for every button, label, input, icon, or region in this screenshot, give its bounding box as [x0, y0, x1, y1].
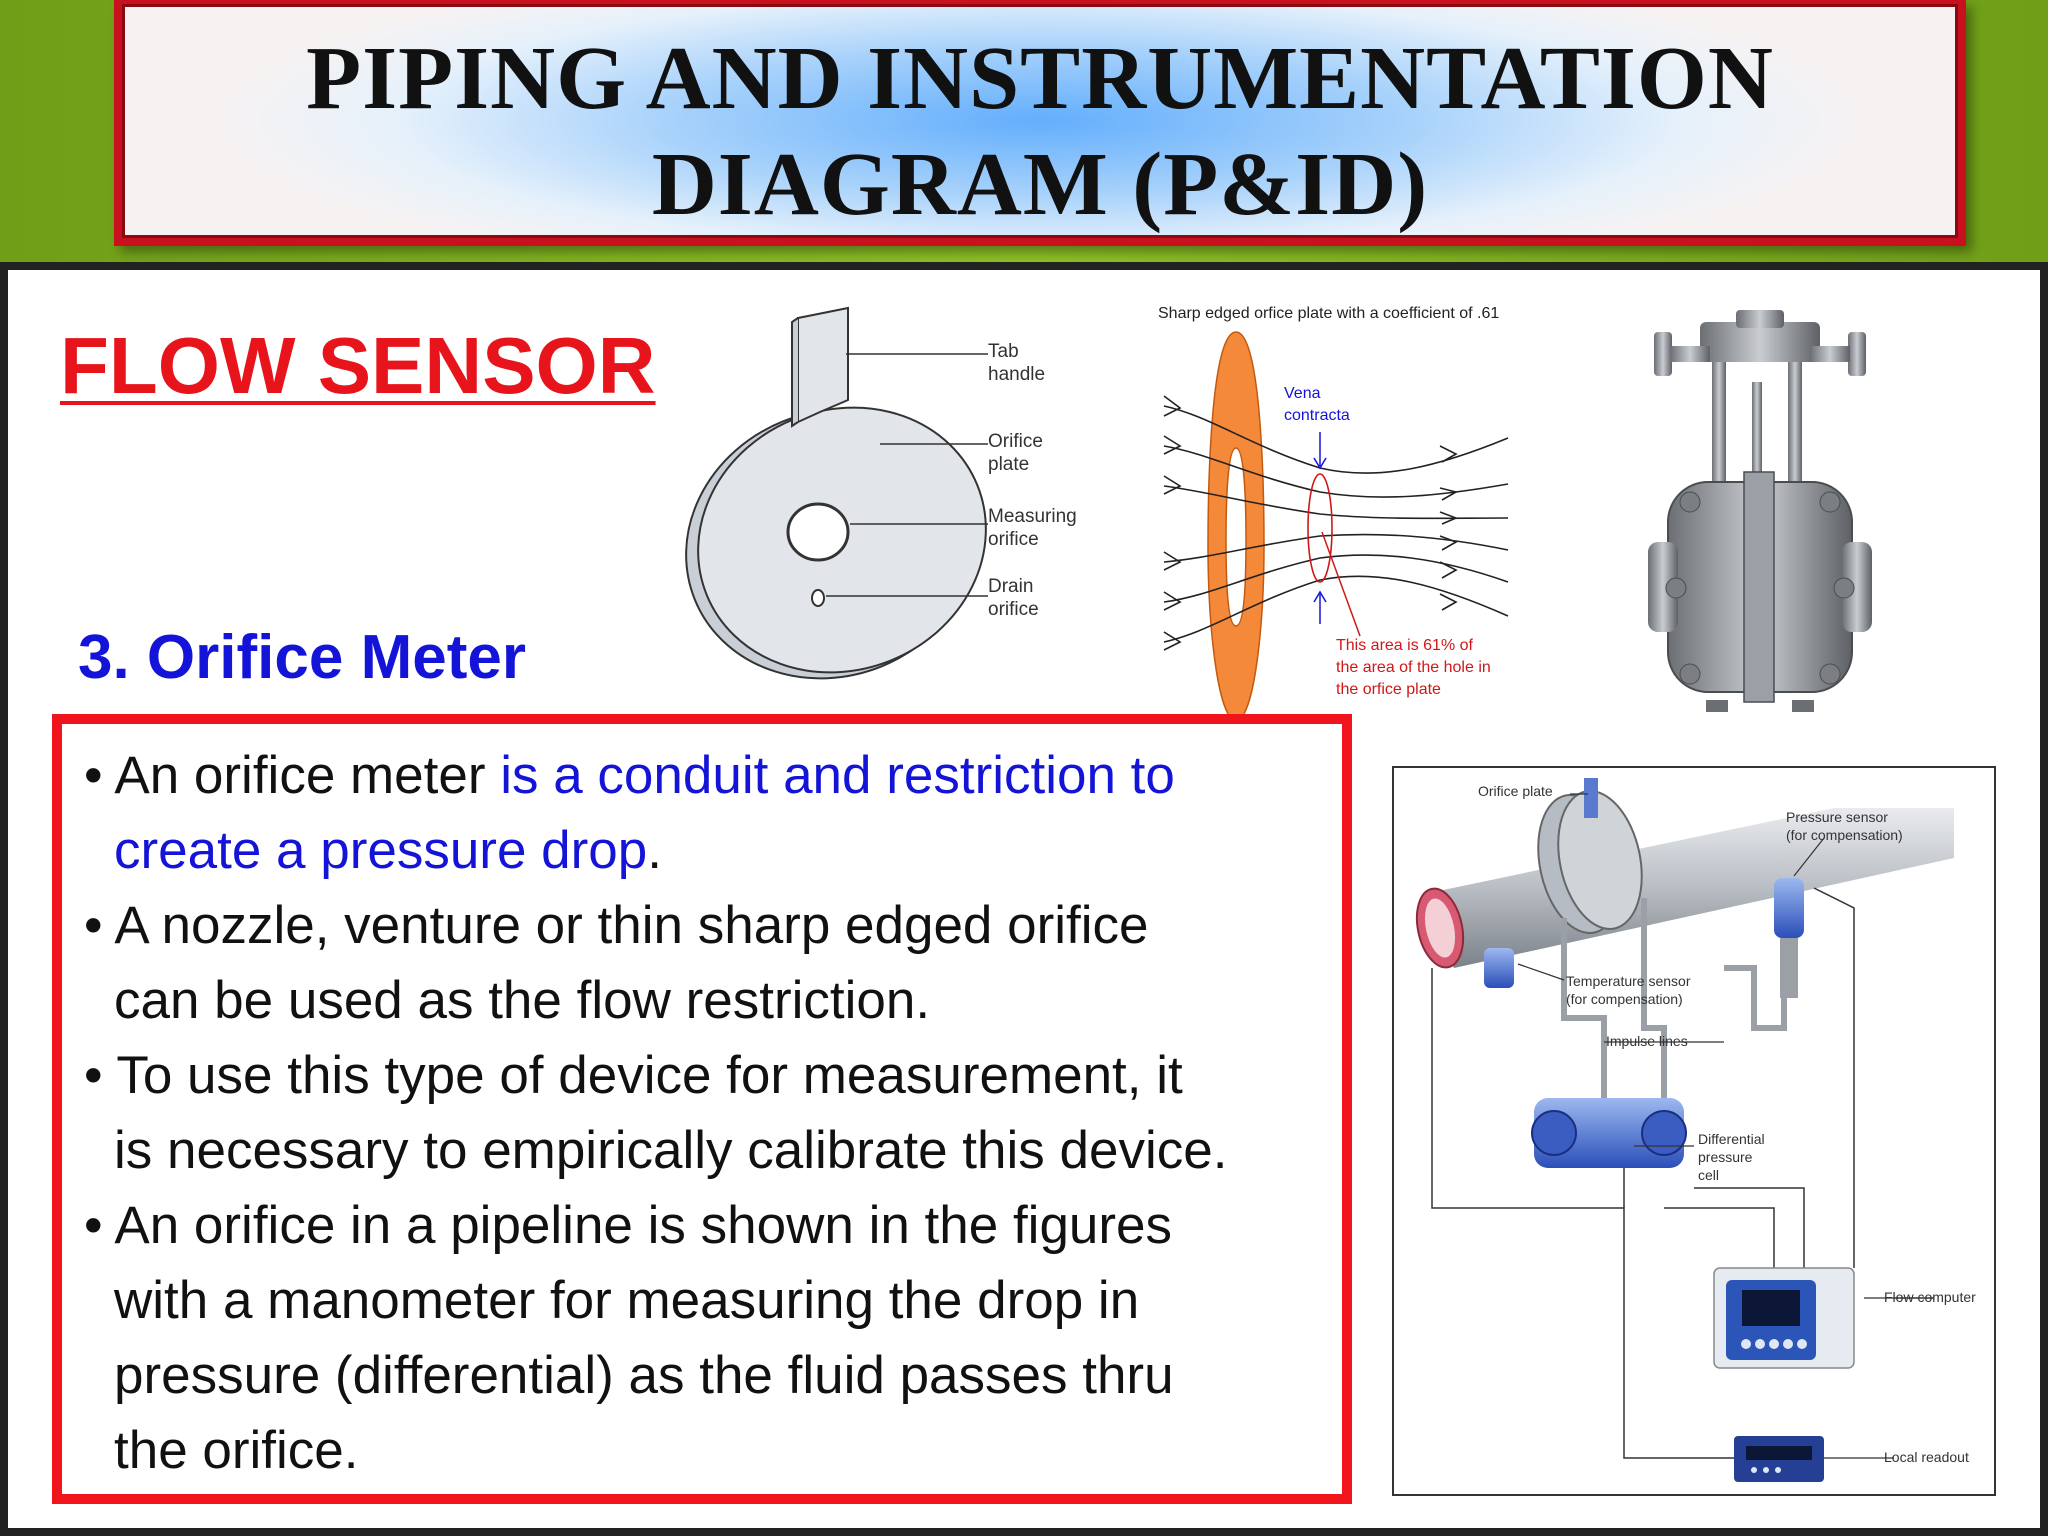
- impulse-tube-right: [1788, 362, 1802, 482]
- bullet-symbol: •: [84, 746, 103, 805]
- system-diagram: Orifice plate Pressure sensor (for compe…: [1415, 778, 1976, 1482]
- impulse-lines: [1561, 898, 1787, 1108]
- note-leader: [1321, 531, 1361, 637]
- vena-contracta-figure: Sharp edged orfice plate with a coeffici…: [1158, 305, 1509, 723]
- title-banner: PIPING AND INSTRUMENTATION DIAGRAM (P&ID…: [114, 0, 1966, 246]
- bullet-4-line-3: pressure (differential) as the fluid pas…: [114, 1346, 1174, 1405]
- bullet-text-box: • An orifice meter is a conduit and rest…: [52, 714, 1352, 1504]
- flow-arrows: [1163, 395, 1459, 651]
- vena-note-3: the orfice plate: [1336, 681, 1441, 698]
- label-plate: plate: [988, 454, 1029, 475]
- tab-handle: [797, 306, 849, 424]
- title-line-2: DIAGRAM (P&ID): [651, 135, 1429, 234]
- label-measuring-orifice: orifice: [988, 529, 1039, 550]
- label-dp-cell-3: cell: [1698, 1167, 1719, 1183]
- label-pressure-sensor-2: (for compensation): [1786, 827, 1903, 843]
- vena-arrowhead-top: [1313, 457, 1327, 470]
- vena-arrowhead-bottom: [1313, 590, 1327, 603]
- bullet-1-text-end: .: [647, 821, 662, 880]
- bullet-item-4: • An orifice in a pipeline is shown in t…: [84, 1188, 1334, 1488]
- temperature-sensor: [1484, 948, 1514, 988]
- differential-pressure-cell: [1531, 1098, 1687, 1168]
- label-dp-cell-1: Differential: [1698, 1131, 1765, 1147]
- label-temp-sensor-2: (for compensation): [1566, 991, 1683, 1007]
- slide-title: PIPING AND INSTRUMENTATION DIAGRAM (P&ID…: [122, 26, 1958, 238]
- valve-handle-left: [1654, 332, 1672, 376]
- measuring-orifice: [786, 502, 850, 562]
- signal-wiring: [1431, 887, 1934, 1459]
- bullet-item-2: • A nozzle, venture or thin sharp edged …: [84, 888, 1334, 1038]
- flow-computer: [1713, 1267, 1855, 1369]
- orifice-plate-tab: [1584, 778, 1598, 818]
- vena-label-2: contracta: [1284, 407, 1350, 424]
- orifice-plate-figure: Tab handle Orifice plate Measuring orifi…: [685, 306, 1077, 680]
- bullet-3-line-2: is necessary to empirically calibrate th…: [114, 1121, 1228, 1180]
- bullet-symbol: •: [84, 896, 103, 955]
- label-local-readout: Local readout: [1884, 1449, 1969, 1465]
- bullet-2-line-2: can be used as the flow restriction.: [114, 971, 931, 1030]
- bullet-3-line-1: To use this type of device for measureme…: [116, 1046, 1183, 1105]
- label-pressure-sensor-1: Pressure sensor: [1786, 809, 1888, 825]
- label-drain-orifice: orifice: [988, 599, 1039, 620]
- bullet-1-text-plain: An orifice meter: [114, 746, 501, 805]
- label-measuring: Measuring: [988, 506, 1077, 527]
- system-diagram-frame: Orifice plate Pressure sensor (for compe…: [1392, 766, 1996, 1496]
- orifice-plate-section: [1207, 331, 1265, 723]
- label-orifice-plate: Orifice plate: [1478, 783, 1553, 799]
- label-temp-sensor-1: Temperature sensor: [1566, 973, 1691, 989]
- label-flow-computer: Flow computer: [1884, 1289, 1976, 1305]
- label-impulse-lines: Impulse lines: [1606, 1033, 1688, 1049]
- valve-handle-right: [1848, 332, 1866, 376]
- tab-handle-edge: [791, 317, 799, 428]
- vena-label-1: Vena: [1284, 385, 1321, 402]
- vena-caption: Sharp edged orfice plate with a coeffici…: [1158, 305, 1499, 322]
- bullet-4-line-1: An orifice in a pipeline is shown in the…: [114, 1196, 1173, 1255]
- pipeline: [1424, 808, 1954, 968]
- bullet-1-text-highlight-cont: create a pressure drop: [114, 821, 648, 880]
- impulse-tube-left: [1712, 362, 1726, 482]
- bullet-item-1: • An orifice meter is a conduit and rest…: [84, 738, 1334, 888]
- local-readout: [1734, 1436, 1824, 1482]
- section-heading: FLOW SENSOR: [60, 321, 656, 410]
- vena-note-1: This area is 61% of: [1336, 637, 1474, 654]
- label-drain: Drain: [988, 576, 1033, 597]
- drain-orifice: [811, 589, 825, 607]
- label-orifice: Orifice: [988, 431, 1043, 452]
- vena-contracta-ellipse: [1307, 473, 1333, 583]
- bullet-4-line-2: with a manometer for measuring the drop …: [114, 1271, 1140, 1330]
- manifold-block: [1700, 322, 1820, 362]
- label-handle: handle: [988, 364, 1045, 385]
- bullet-2-line-1: A nozzle, venture or thin sharp edged or…: [114, 896, 1149, 955]
- bullet-4-line-4: the orifice.: [114, 1421, 359, 1480]
- pressure-sensor: [1774, 878, 1804, 938]
- bullet-item-3: • To use this type of device for measure…: [84, 1038, 1334, 1188]
- label-tab: Tab: [988, 341, 1019, 362]
- bullet-symbol: •: [84, 1046, 103, 1105]
- title-line-1: PIPING AND INSTRUMENTATION: [306, 29, 1774, 128]
- vena-note-2: the area of the hole in: [1336, 659, 1491, 676]
- orifice-flange-photo: [1648, 310, 1872, 712]
- subheading: 3. Orifice Meter: [78, 623, 526, 692]
- label-dp-cell-2: pressure: [1698, 1149, 1753, 1165]
- bullet-1-text-highlight: is a conduit and restriction to: [500, 746, 1175, 805]
- bullet-symbol: •: [84, 1196, 103, 1255]
